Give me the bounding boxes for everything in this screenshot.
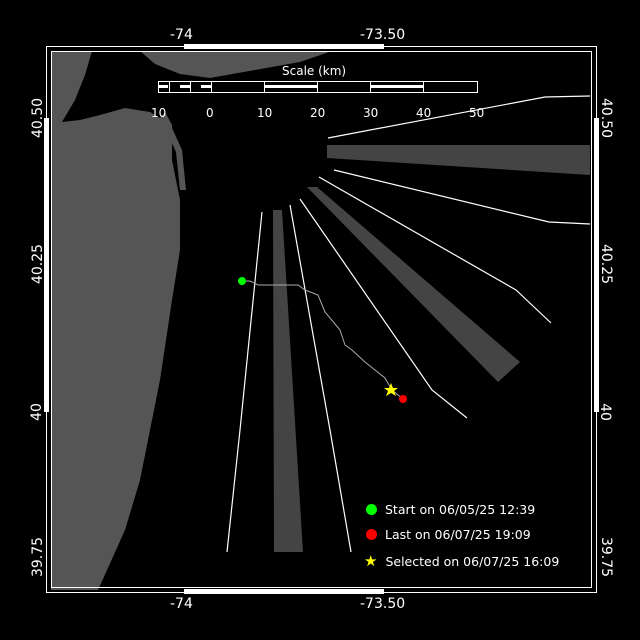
radar-gap-southeast (307, 187, 520, 382)
scale-tick: 10 (151, 106, 167, 120)
lon-label-top: -74 (170, 27, 193, 43)
legend-start: Start on 06/05/25 12:39 (366, 502, 535, 517)
legend-selected: ★ Selected on 06/07/25 16:09 (364, 552, 559, 570)
new-jersey-land (51, 51, 180, 590)
scale-title: Scale (km) (282, 64, 347, 78)
coverage-line (226, 211, 263, 553)
lat-label-left: 40 (28, 403, 45, 421)
long-island-land (140, 51, 332, 78)
radar-gap-south (273, 210, 303, 552)
radar-coverage-lines (226, 95, 591, 553)
coverage-line (289, 204, 352, 553)
legend-selected-label: Selected on 06/07/25 16:09 (385, 553, 560, 569)
green-dot-icon (366, 504, 377, 515)
lat-label-right: 40.50 (598, 97, 615, 139)
lat-label-right: 40.25 (598, 243, 615, 285)
scale-tick: 0 (206, 106, 214, 120)
last-marker[interactable] (399, 395, 407, 403)
lon-label-bottom: -73.50 (360, 596, 406, 612)
lat-label-left: 40.50 (30, 97, 47, 139)
scale-tick: 30 (363, 106, 379, 120)
selected-star-marker[interactable] (384, 383, 398, 396)
lat-label-left: 39.75 (30, 536, 47, 578)
coverage-line (333, 169, 591, 225)
coverage-line (327, 95, 591, 139)
scale-tick: 10 (257, 106, 273, 120)
scale-tick: 50 (469, 106, 485, 120)
lat-label-left: 40.25 (30, 243, 47, 285)
scale-bar (158, 81, 478, 93)
scale-tick: 20 (310, 106, 326, 120)
coverage-line (299, 198, 468, 419)
lon-label-top: -73.50 (360, 27, 406, 43)
radar-gap-east (327, 145, 590, 175)
legend-last-label: Last on 06/07/25 19:09 (385, 527, 531, 542)
radar-gaps (273, 145, 590, 552)
red-dot-icon (366, 529, 377, 540)
scale-tick: 40 (416, 106, 432, 120)
legend-last: Last on 06/07/25 19:09 (366, 527, 531, 542)
drifter-track (242, 280, 404, 400)
land (51, 51, 332, 590)
lon-label-bottom: -74 (170, 596, 193, 612)
legend-start-label: Start on 06/05/25 12:39 (385, 502, 536, 517)
lat-label-right: 40 (596, 403, 613, 421)
start-marker[interactable] (238, 277, 246, 285)
lat-label-right: 39.75 (598, 536, 615, 578)
frame-ticks (44, 44, 599, 594)
coverage-line (318, 176, 552, 324)
star-icon: ★ (364, 552, 378, 570)
sandy-hook (166, 128, 186, 190)
